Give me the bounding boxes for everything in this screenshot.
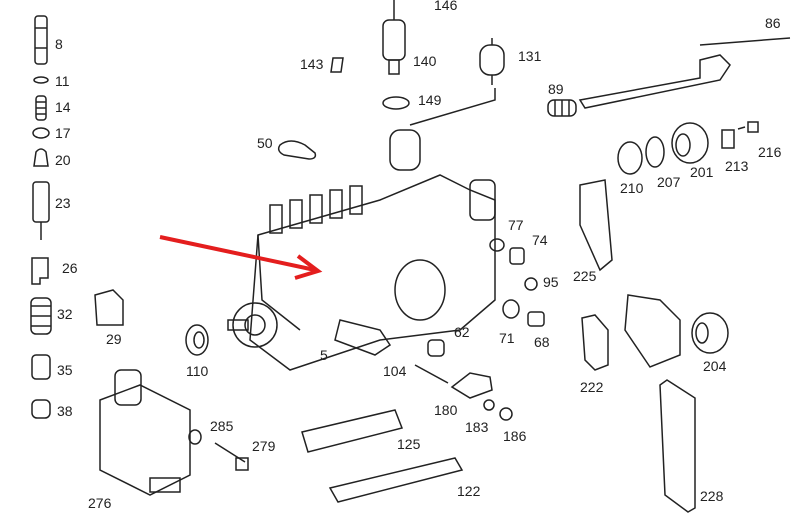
cover-plate xyxy=(624,294,681,368)
red-arrow xyxy=(159,235,323,280)
gasket-125 xyxy=(301,409,404,453)
actuator-201 xyxy=(671,122,709,164)
plug-74 xyxy=(509,247,525,265)
part-label-26: 26 xyxy=(62,260,78,276)
part-label-29: 29 xyxy=(106,331,122,347)
part-label-146: 146 xyxy=(434,0,458,13)
seal-71 xyxy=(502,299,520,319)
part-label-104: 104 xyxy=(383,363,407,379)
cap-20 xyxy=(33,148,49,167)
part-label-180: 180 xyxy=(434,402,458,418)
flange-180 xyxy=(450,372,493,399)
part-label-122: 122 xyxy=(457,483,481,499)
part-label-14: 14 xyxy=(55,99,71,115)
washer-285 xyxy=(188,429,202,445)
part-label-183: 183 xyxy=(465,419,489,435)
delivery-valve-holder-8 xyxy=(34,15,48,65)
part-label-17: 17 xyxy=(55,125,71,141)
part-label-216: 216 xyxy=(758,144,782,160)
part-label-68: 68 xyxy=(534,334,550,350)
part-label-279: 279 xyxy=(252,438,276,454)
part-label-50: 50 xyxy=(257,135,273,151)
part-label-207: 207 xyxy=(657,174,681,190)
part-label-228: 228 xyxy=(700,488,724,504)
part-label-77: 77 xyxy=(508,217,524,233)
actuator-204 xyxy=(691,312,729,354)
part-label-143: 143 xyxy=(300,56,324,72)
part-label-20: 20 xyxy=(55,152,71,168)
part-label-5: 5 xyxy=(320,347,328,363)
spring-32 xyxy=(30,297,52,335)
gasket-225 xyxy=(579,179,613,272)
part-label-125: 125 xyxy=(397,436,421,452)
seal-110 xyxy=(185,324,209,356)
washer-11 xyxy=(33,76,49,84)
screw-216 xyxy=(737,121,759,133)
part-label-35: 35 xyxy=(57,362,73,378)
plug-62 xyxy=(427,339,445,357)
ring-207 xyxy=(645,136,665,168)
part-label-110: 110 xyxy=(186,363,209,379)
part-label-225: 225 xyxy=(573,268,597,284)
part-label-95: 95 xyxy=(543,274,559,290)
oring-149 xyxy=(382,96,410,110)
bracket-213 xyxy=(721,129,735,149)
part-label-149: 149 xyxy=(418,92,442,108)
part-label-285: 285 xyxy=(210,418,234,434)
sensor-140 xyxy=(382,0,406,75)
part-35 xyxy=(31,354,51,380)
part-label-276: 276 xyxy=(88,495,112,511)
washer-183 xyxy=(483,399,495,411)
bolt-279 xyxy=(214,442,249,471)
seal-17 xyxy=(32,127,50,139)
gasket-228 xyxy=(659,379,696,513)
part-label-204: 204 xyxy=(703,358,727,374)
part-label-201: 201 xyxy=(690,164,714,180)
seal-77 xyxy=(489,238,505,252)
spring-14 xyxy=(35,95,47,121)
part-label-210: 210 xyxy=(620,180,644,196)
part-38 xyxy=(31,399,51,419)
part-label-23: 23 xyxy=(55,195,71,211)
part-label-38: 38 xyxy=(57,403,73,419)
part-label-131: 131 xyxy=(518,48,542,64)
washer-95 xyxy=(524,277,538,291)
part-label-186: 186 xyxy=(503,428,527,444)
part-label-71: 71 xyxy=(499,330,515,346)
valve-23 xyxy=(32,181,50,240)
part-label-32: 32 xyxy=(57,306,73,322)
part-label-74: 74 xyxy=(532,232,548,248)
leader-line xyxy=(409,88,496,126)
bracket-29 xyxy=(94,289,124,326)
part-label-222: 222 xyxy=(580,379,604,395)
gasket-50 xyxy=(277,140,317,160)
seal-210 xyxy=(617,141,643,175)
part-label-62: 62 xyxy=(454,324,470,340)
part-label-140: 140 xyxy=(413,53,437,69)
part-label-8: 8 xyxy=(55,36,63,52)
gasket-222 xyxy=(581,314,609,371)
housing-276 xyxy=(99,369,191,496)
part-26 xyxy=(31,257,49,285)
part-label-213: 213 xyxy=(725,158,749,174)
part-label-86: 86 xyxy=(765,15,781,31)
part-label-89: 89 xyxy=(548,81,564,97)
gasket-122 xyxy=(328,457,464,503)
valve-131 xyxy=(479,38,505,85)
nut-186 xyxy=(499,407,513,421)
plug-68 xyxy=(527,311,545,327)
part-label-11: 11 xyxy=(55,73,70,89)
control-rod-86 xyxy=(578,37,791,109)
stud-104 xyxy=(414,364,449,384)
spring-89 xyxy=(547,99,577,117)
clip-143 xyxy=(330,57,344,73)
